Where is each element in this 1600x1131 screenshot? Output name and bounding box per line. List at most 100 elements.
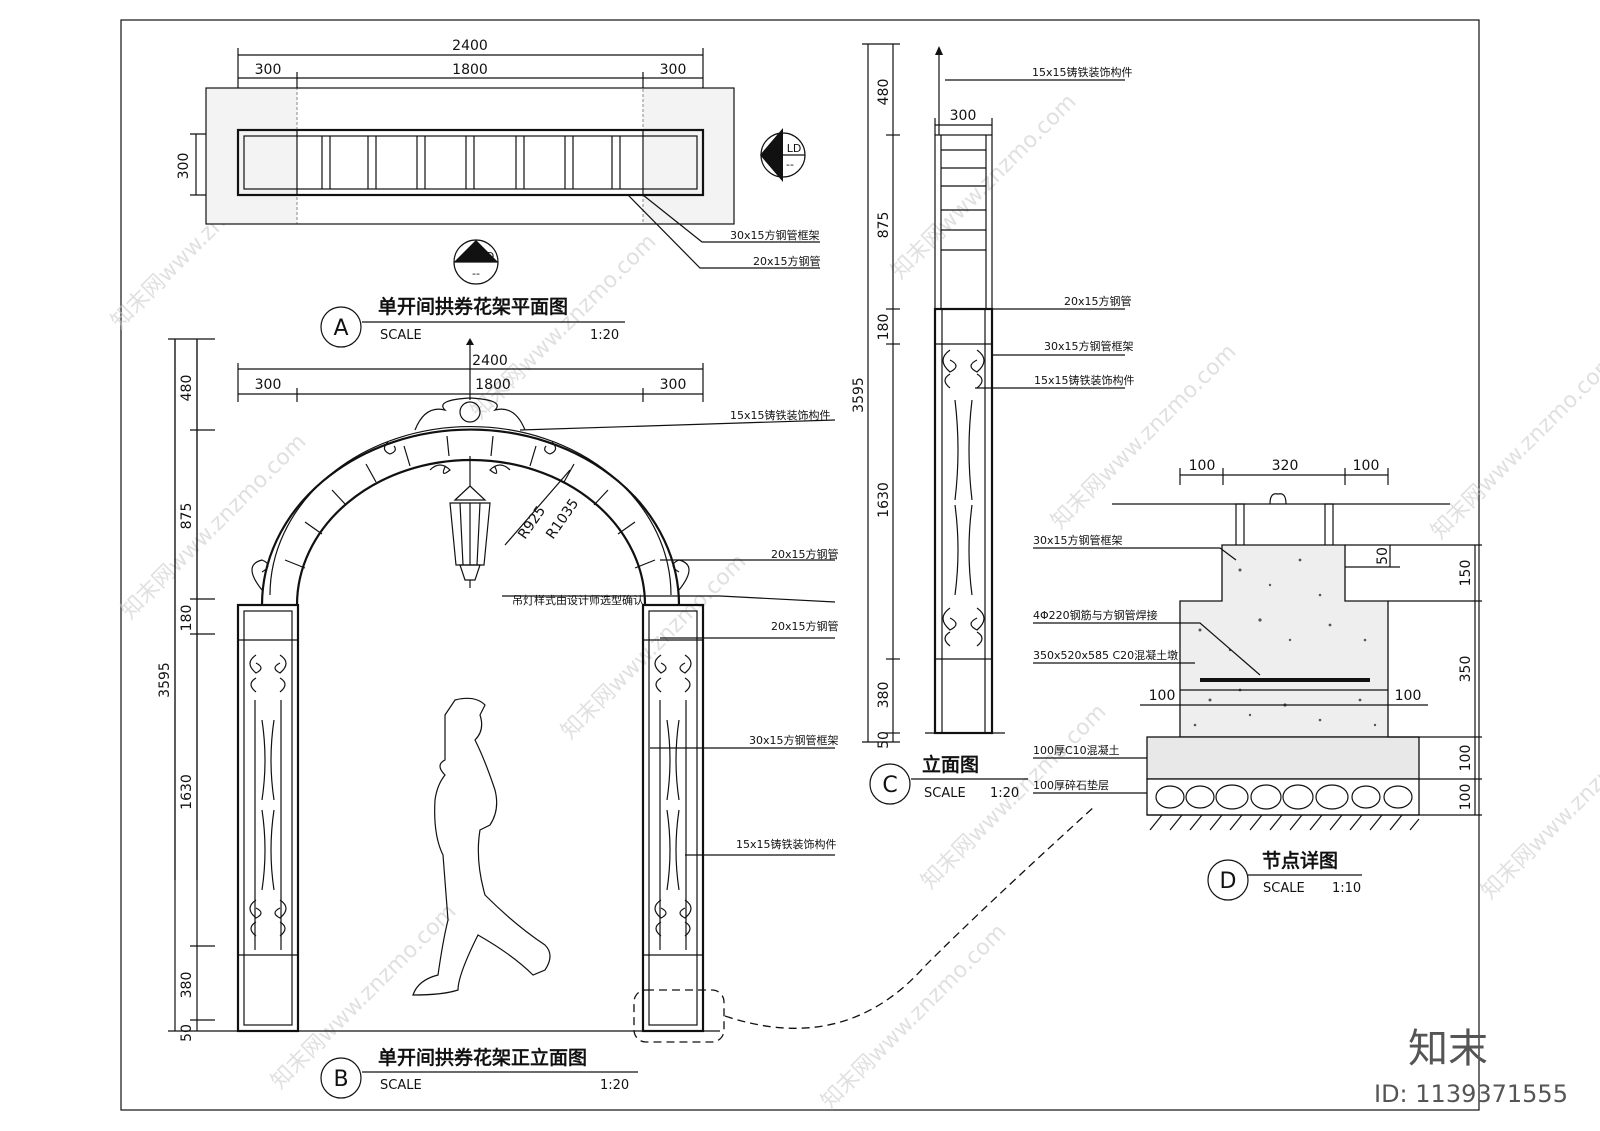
watermark-text: 知末网www.znzmo.com xyxy=(817,919,1012,1114)
detail-label-1: 30x15方钢管框架 xyxy=(1033,533,1123,547)
node-detail: 100 320 100 xyxy=(1033,458,1482,901)
concrete-pier xyxy=(1179,544,1389,738)
detail-dim-r2: 100 xyxy=(1395,688,1422,704)
front-vdim-4: 1630 xyxy=(179,774,195,810)
detail-dim-m: 320 xyxy=(1272,458,1299,474)
svg-text:LD: LD xyxy=(787,142,802,155)
plan-dim-total: 2400 xyxy=(452,38,488,54)
detail-vdim-2: 150 xyxy=(1458,560,1474,587)
front-vdim-2: 875 xyxy=(179,503,195,530)
side-vdim-3: 180 xyxy=(876,314,892,341)
detail-callout-outline xyxy=(633,989,725,1043)
side-scale-label: SCALE xyxy=(924,786,966,801)
front-scale-value: 1:20 xyxy=(600,1078,629,1093)
front-elevation: 2400 300 1800 300 480 875 180 1630 380 5… xyxy=(157,338,1096,1099)
detail-dim-r: 100 xyxy=(1353,458,1380,474)
watermark-text: 知末网www.znzmo.com xyxy=(1047,339,1242,534)
detail-vdim-5: 100 xyxy=(1458,784,1474,811)
front-title-circle xyxy=(320,1057,362,1099)
svg-text:--: -- xyxy=(472,267,480,280)
front-dim-mid: 1800 xyxy=(475,377,511,393)
detail-label-2: 4Φ220钢筋与方钢管焊接 xyxy=(1033,608,1158,622)
footing-pad-right xyxy=(642,87,735,225)
pendant-lamp xyxy=(449,456,491,588)
side-vdim-4: 1630 xyxy=(876,482,892,518)
front-vdim-3: 180 xyxy=(179,605,195,632)
svg-text:C: C xyxy=(773,142,781,155)
svg-text:B: B xyxy=(464,250,472,263)
plan-dim-side: 300 xyxy=(176,153,192,180)
watermark-text: 知末网www.znzmo.com xyxy=(557,549,752,744)
front-scale-label: SCALE xyxy=(380,1078,422,1093)
plan-view: 2400 300 1800 300 300 30x15方钢管框架 20x1 xyxy=(176,38,821,348)
front-label-5: 30x15方钢管框架 xyxy=(749,733,839,747)
side-label-3: 30x15方钢管框架 xyxy=(1044,339,1134,353)
side-vdim-5: 380 xyxy=(876,682,892,709)
plan-title: 单开间拱券花架平面图 xyxy=(378,295,568,318)
human-scale-figure xyxy=(412,697,551,996)
side-circle-letter: C xyxy=(882,773,897,798)
plan-circle-letter: A xyxy=(333,316,348,341)
detail-dim-l2: 100 xyxy=(1149,688,1176,704)
detail-vdim-1: 50 xyxy=(1375,547,1391,565)
plan-scale-label: SCALE xyxy=(380,328,422,343)
left-column xyxy=(236,603,300,1033)
detail-scale-label: SCALE xyxy=(1263,881,1305,896)
watermark-text: 知末网www.znzmo.com xyxy=(117,429,312,624)
plan-dim-left: 300 xyxy=(255,62,282,78)
front-dim-right: 300 xyxy=(660,377,687,393)
side-elevation: 480 875 180 1630 380 50 3595 300 xyxy=(851,43,1135,805)
front-label-2: 20x15方钢管 xyxy=(771,547,839,561)
detail-label-4: 100厚C10混凝土 xyxy=(1033,743,1120,757)
plan-dim-mid: 1800 xyxy=(452,62,488,78)
front-dim-total: 2400 xyxy=(472,353,508,369)
side-vdim-6: 50 xyxy=(876,731,892,749)
brand-logo: 知末 xyxy=(1408,1026,1488,1072)
plan-dim-right: 300 xyxy=(660,62,687,78)
front-label-1: 15x15铸铁装饰构件 xyxy=(730,408,831,422)
front-label-4: 20x15方钢管 xyxy=(771,619,839,633)
detail-vdim-4: 100 xyxy=(1458,745,1474,772)
front-vdim-6: 50 xyxy=(179,1024,195,1042)
plan-label-2: 20x15方钢管 xyxy=(753,254,821,268)
detail-dim-l: 100 xyxy=(1189,458,1216,474)
plan-scale-value: 1:20 xyxy=(590,328,619,343)
right-column xyxy=(641,603,705,1033)
c10-concrete-layer xyxy=(1146,736,1420,780)
side-label-4: 15x15铸铁装饰构件 xyxy=(1034,373,1135,387)
side-title-circle xyxy=(869,763,911,805)
radius-label-2: R1035 xyxy=(543,496,582,542)
section-callout-b: B LD -- xyxy=(453,239,499,285)
detail-vdim-3: 350 xyxy=(1458,656,1474,683)
svg-text:--: -- xyxy=(786,158,794,171)
side-vdim-total: 3595 xyxy=(851,377,867,413)
crown-ornament xyxy=(383,338,557,474)
side-vdim-1: 480 xyxy=(876,79,892,106)
plan-label-1: 30x15方钢管框架 xyxy=(730,228,820,242)
image-id: ID: 1139371555 xyxy=(1374,1080,1568,1108)
front-dim-left: 300 xyxy=(255,377,282,393)
watermark-text: 知末网www.znzmo.com xyxy=(1477,709,1600,904)
detail-title-circle xyxy=(1207,859,1249,901)
front-vdim-total: 3595 xyxy=(157,662,173,698)
svg-text:LD: LD xyxy=(480,250,495,263)
detail-circle-letter: D xyxy=(1220,869,1237,894)
detail-label-5: 100厚碎石垫层 xyxy=(1033,778,1109,792)
watermark-text: 知末网www.znzmo.com xyxy=(467,229,662,424)
front-vdim-1: 480 xyxy=(179,375,195,402)
detail-title: 节点详图 xyxy=(1262,849,1338,872)
plan-frame xyxy=(236,128,705,197)
side-title: 立面图 xyxy=(922,753,979,776)
side-vdim-2: 875 xyxy=(876,212,892,239)
arch xyxy=(251,425,690,606)
sheet-border xyxy=(120,19,1480,1111)
detail-label-3: 350x520x585 C20混凝土墩 xyxy=(1033,648,1178,662)
side-dim-width: 300 xyxy=(950,108,977,124)
section-callout-c: C LD -- xyxy=(760,128,806,182)
watermark-text: 知末网www.znzmo.com xyxy=(887,89,1082,284)
side-label-2: 20x15方钢管 xyxy=(1064,294,1132,308)
front-vdim-5: 380 xyxy=(179,972,195,999)
footing-pad-left xyxy=(205,87,298,225)
plan-title-circle xyxy=(320,306,362,348)
